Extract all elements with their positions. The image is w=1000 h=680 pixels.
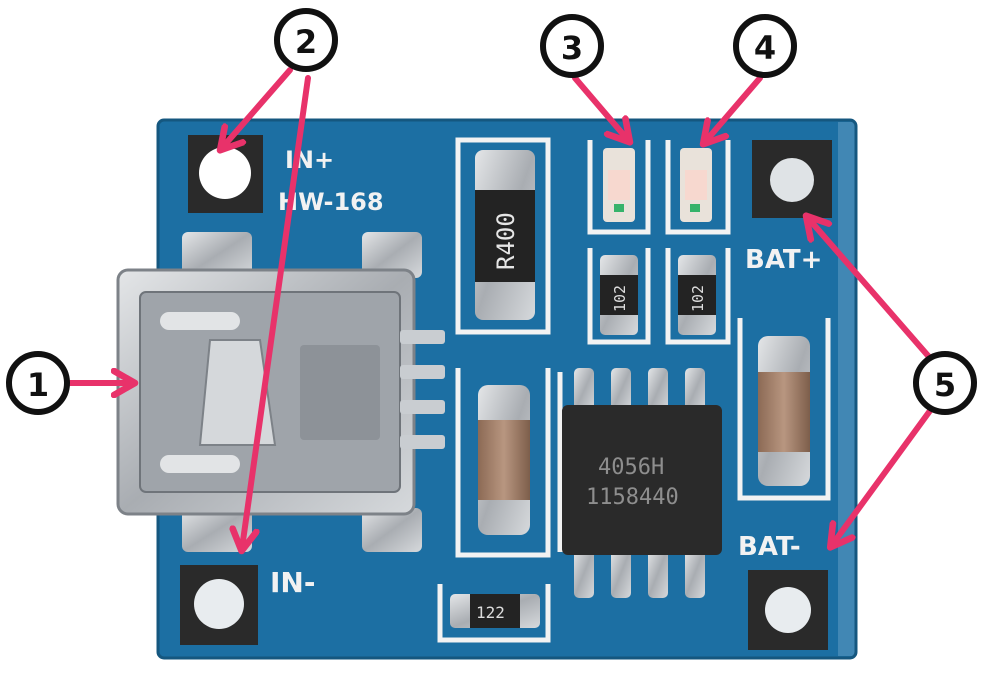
led-resistor-2: 102 (678, 255, 716, 335)
input-capacitor (478, 385, 530, 535)
callout-3: 3 (540, 14, 604, 78)
led-resistor-1-label: 102 (611, 285, 629, 312)
callout-arrows (65, 67, 935, 548)
callout-1: 1 (6, 351, 70, 415)
bat-plus-label: BAT+ (745, 245, 822, 275)
callout-2: 2 (274, 8, 338, 72)
arrow-2a (222, 67, 293, 148)
output-capacitor (758, 336, 810, 486)
arrow-2b (242, 75, 311, 548)
chip-marking-line1: 4056H (598, 455, 664, 480)
model-label: HW-168 (278, 188, 384, 216)
chip-marking-line2: 1158440 (586, 485, 679, 510)
callout-5: 5 (913, 351, 977, 415)
arrow-5a (808, 218, 933, 361)
led-resistor-1: 102 (600, 255, 638, 335)
callout-4: 4 (733, 14, 797, 78)
led-resistor-2-label: 102 (689, 285, 707, 312)
in-minus-pad (180, 565, 258, 645)
svg-text:2: 2 (295, 23, 317, 61)
bat-minus-label: BAT- (738, 532, 801, 562)
bat-minus-pad (748, 570, 828, 650)
arrow-4 (705, 75, 763, 142)
svg-text:4: 4 (754, 29, 776, 67)
svg-text:5: 5 (934, 366, 956, 404)
sense-resistor: R400 (475, 150, 535, 320)
in-minus-label: IN- (270, 566, 315, 599)
silkscreen-outlines (437, 137, 831, 643)
arrow-5b (832, 405, 935, 545)
charged-led (680, 148, 712, 222)
arrow-3 (572, 75, 628, 140)
charging-led (603, 148, 635, 222)
svg-text:1: 1 (27, 366, 49, 404)
bottom-resistor-label: 122 (476, 603, 505, 622)
bottom-resistor: 122 (450, 594, 540, 628)
svg-text:3: 3 (561, 29, 583, 67)
sense-resistor-label: R400 (492, 212, 520, 270)
bat-plus-pad (752, 140, 832, 218)
charger-ic: 4056H 1158440 (562, 368, 722, 598)
